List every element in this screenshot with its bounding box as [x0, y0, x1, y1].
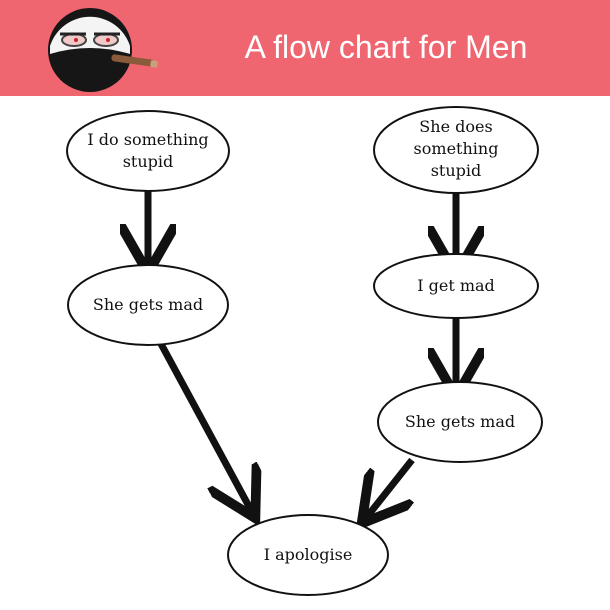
title-banner: A flow chart for Men — [0, 0, 610, 96]
label-i-get-mad: I get mad — [417, 276, 495, 295]
node-i-do-something-stupid — [66, 110, 230, 192]
arrow-right-to-apologise — [366, 457, 415, 518]
header-title: A flow chart for Men — [244, 29, 528, 65]
label-i-apologise: I apologise — [263, 545, 353, 564]
node-i-apologise — [227, 514, 389, 596]
label-she-gets-mad-right: She gets mad — [404, 412, 516, 431]
label-i-do-something-stupid: I do something stupid — [87, 130, 209, 171]
cigar-smoking-ball-mascot-icon — [48, 8, 158, 92]
node-she-gets-mad-right — [377, 381, 543, 463]
arrow-left-to-apologise — [156, 340, 252, 512]
node-i-get-mad — [373, 253, 539, 319]
label-she-gets-mad-left: She gets mad — [92, 295, 204, 314]
node-she-gets-mad-left — [67, 264, 229, 346]
node-she-does-something-stupid — [373, 106, 539, 194]
label-she-does-something-stupid: She does something stupid — [413, 117, 499, 180]
